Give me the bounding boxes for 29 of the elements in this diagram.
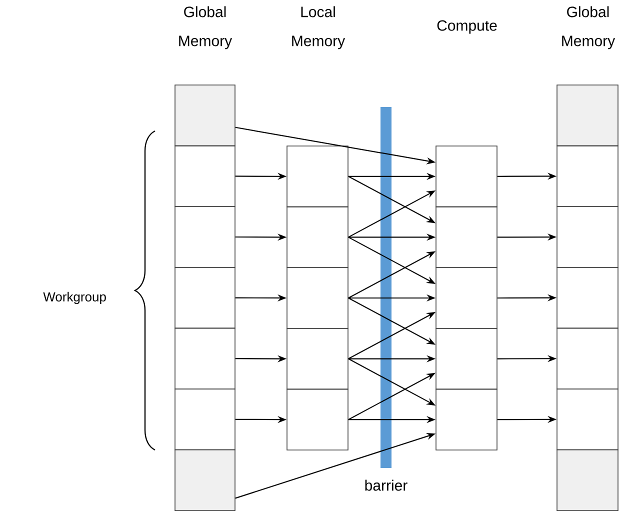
memory-cell: [436, 267, 498, 329]
memory-cell: [286, 388, 348, 450]
memory-cell: [174, 449, 236, 511]
node-label: barrier: [365, 480, 408, 491]
memory-cell: [436, 206, 498, 268]
memory-cell: [556, 84, 618, 146]
memory-cell: [436, 146, 498, 208]
column-heading: Compute: [437, 20, 497, 34]
memory-cell: [556, 328, 618, 390]
memory-cell: [286, 206, 348, 268]
memory-cell: [556, 206, 618, 268]
memory-cell: [556, 145, 618, 207]
memory-cell: [286, 267, 348, 329]
memory-cell: [174, 145, 236, 207]
memory-cell: [174, 206, 236, 268]
column-heading: Global Memory: [562, 6, 616, 50]
memory-cell: [436, 388, 498, 450]
memory-cell: [286, 328, 348, 390]
memory-cell: [436, 328, 498, 390]
memory-cell: [174, 328, 236, 390]
memory-cell: [174, 267, 236, 329]
barrier-bar: barrier: [365, 107, 408, 491]
memory-cell: [556, 267, 618, 329]
memory-cell: [556, 449, 618, 511]
group-label: Workgroup: [43, 292, 106, 304]
memory-cell: [174, 84, 236, 146]
column-heading: Local Memory: [292, 6, 346, 50]
memory-cell: [286, 146, 348, 208]
column-heading: Global Memory: [179, 6, 232, 50]
